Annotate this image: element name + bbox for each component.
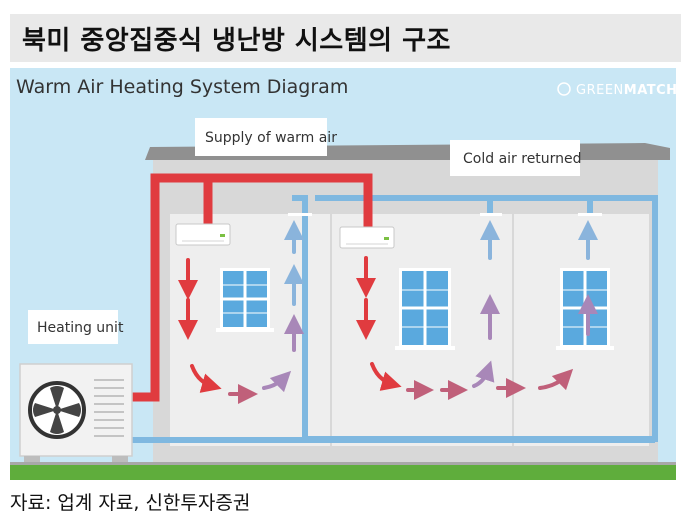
air-handler-middle: [339, 226, 395, 249]
air-handler-left: [175, 223, 231, 246]
diagram-heading: Warm Air Heating System Diagram: [16, 76, 348, 98]
cold-return-label: Cold air returned: [450, 140, 582, 176]
source-note: 자료: 업계 자료, 신한투자증권: [10, 492, 251, 514]
svg-text:Supply of warm air: Supply of warm air: [205, 130, 337, 146]
svg-text:GREENMATCH: GREENMATCH: [576, 83, 676, 98]
airflow-arrows: [178, 220, 598, 404]
supply-label: Supply of warm air: [195, 118, 337, 156]
svg-text:Heating unit: Heating unit: [37, 320, 124, 336]
greenmatch-logo: GREENMATCH: [557, 82, 676, 98]
fan-blades-icon: [33, 386, 81, 434]
ground-line: [10, 462, 676, 465]
title-bar: [10, 14, 681, 62]
grass: [10, 465, 676, 480]
window-right: [556, 268, 614, 350]
window-left: [216, 268, 274, 332]
heating-unit: [19, 363, 133, 462]
return-vents: [288, 213, 602, 216]
warm-air-supply-duct: [132, 173, 373, 402]
svg-text:Cold air returned: Cold air returned: [463, 151, 582, 167]
cold-air-return-duct: [130, 195, 658, 443]
diagram-figure: Warm Air Heating System Diagram GREENMAT…: [10, 68, 676, 480]
page-title: 북미 중앙집중식 냉난방 시스템의 구조: [22, 26, 451, 56]
unit-vent-grille: [94, 379, 124, 437]
window-middle: [395, 268, 455, 350]
heating-unit-label: Heating unit: [28, 310, 124, 344]
heating-system-diagram: Warm Air Heating System Diagram GREENMAT…: [10, 68, 676, 480]
